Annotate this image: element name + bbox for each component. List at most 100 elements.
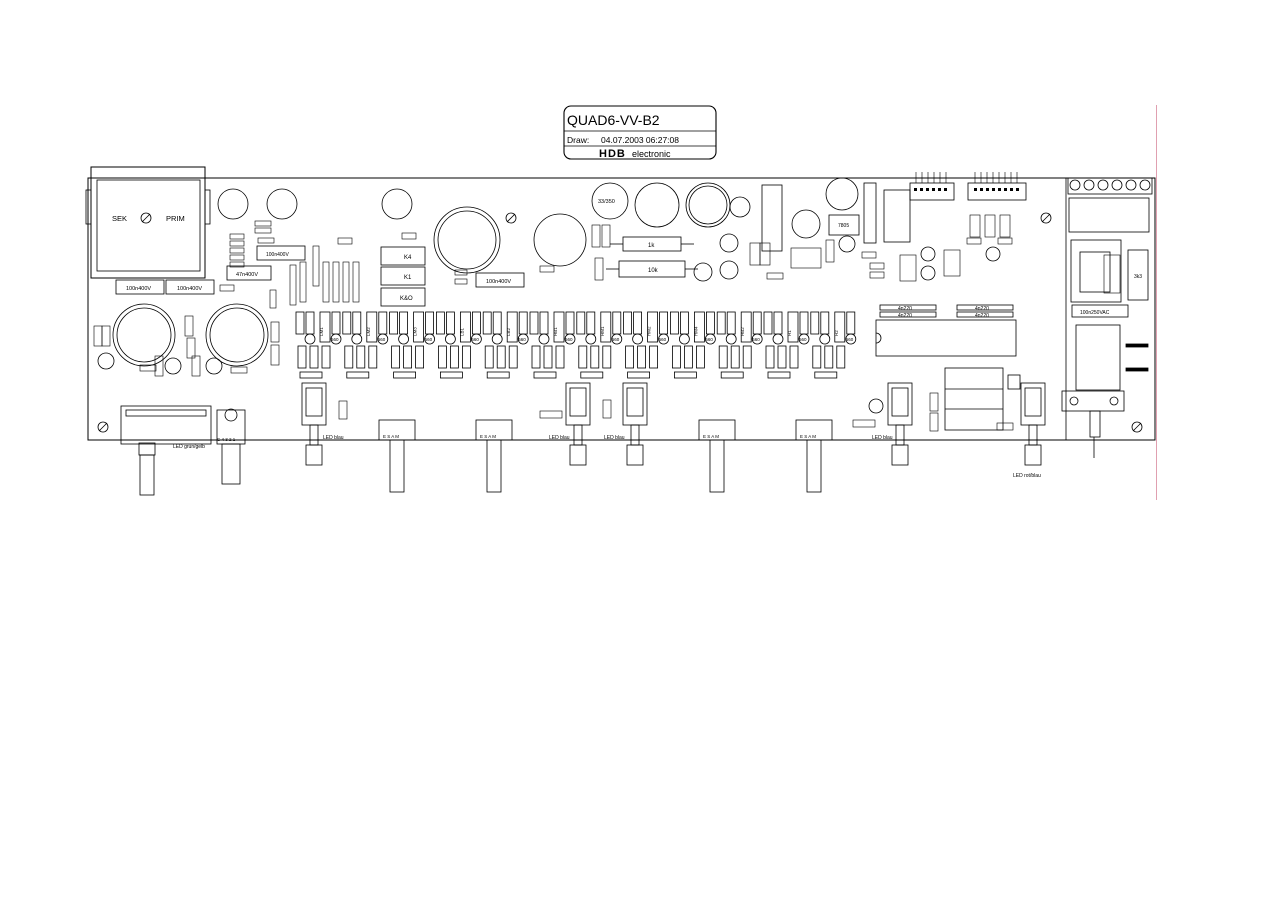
ic-label-top-right: 4n220 [975,306,989,312]
relay-label-3: K&O [400,296,413,302]
channel-ic-label: LB2 [506,327,511,336]
draw-timestamp: 04.07.2003 06:27:08 [601,135,679,145]
draw-label: Draw: [567,135,589,145]
channel-ic-label: HB1 [553,327,558,336]
channel-value-label: 560 [752,337,760,342]
channel-ic-label: HB2 [740,327,745,336]
led-label-2: LED blau [323,435,344,441]
company-name: electronic [632,149,671,159]
power-resistors: 1k 10k 3k3 [606,184,1149,301]
potentiometer: E S A M [378,419,416,493]
pot-pin-label: E S A M [383,434,399,439]
header-connectors [909,172,1027,201]
channel-block: HB1 560 [529,311,576,379]
pot-pin-label: E S A M [800,434,816,439]
channel-value-label: 560 [471,337,479,342]
cap-label-4: 100n400V [266,252,289,258]
ic-label-bottom-right: 4n220 [975,313,989,319]
ic-label-top-left: 4n220 [898,306,912,312]
transformer-prim-label: PRIM [166,214,185,223]
channel-block: LM2 560 [342,311,389,379]
cap-label-7: 100n250VAC [1080,310,1110,316]
ic-label-bottom-left: 4n220 [898,313,912,319]
channel-value-label: 560 [799,337,807,342]
channel-ic-label: LB1 [459,327,464,336]
channel-value-label: 560 [518,337,526,342]
potentiometer: E S A M [698,419,736,493]
relay-label-2: K1 [404,275,412,281]
led-labels: LED grün/gelb LED blau LED blau LED blau… [173,435,1041,479]
rotary-pins: C 4 3 2 1 [217,437,236,442]
channel-ic-label: H1 [787,330,792,336]
channel-strip: LM1 560 LM2 560 LM3 560 LB1 560 LB2 560 HB1 560 HM1 5… [295,311,857,379]
potentiometer: E S A M [475,419,513,493]
channel-value-label: 560 [425,337,433,342]
channel-value-label: 560 [705,337,713,342]
channel-ic-label: HM4 [693,326,698,336]
channel-value-label: 560 [612,337,620,342]
resistor-label-3: 3k3 [1134,274,1142,280]
board-outline [87,177,1156,441]
channel-ic-label: LM3 [413,327,418,336]
channel-block: LM3 560 [389,311,436,379]
channel-block: H1 560 [763,311,810,379]
transformer: SEK PRIM [85,166,211,279]
led-pushbutton [1020,382,1046,466]
pot-pin-label: E S A M [703,434,719,439]
mains-section [1061,197,1150,458]
cap-label-2: 100n400V [177,286,202,292]
relays: K4 K1 K&O [380,246,426,307]
cap-label-5: 100n400V [486,279,511,285]
small-components-left [93,214,1121,432]
channel-value-label: 560 [378,337,386,342]
led-label-1: LED grün/gelb [173,444,205,450]
resistor-label-1: 1k [648,243,655,249]
mounting-holes [97,212,1143,433]
channel-value-label: 560 [331,337,339,342]
channel-ic-label: HM1 [600,326,605,336]
main-ic: 4n220 4n220 4n220 4n220 [863,182,1017,357]
page-edge-line [1156,105,1157,500]
channel-ic-label: LM2 [366,327,371,336]
channel-ic-label: LM1 [319,327,324,336]
transformer-sek-label: SEK [112,214,127,223]
led-label-6: LED rot/blau [1013,473,1041,479]
led-pushbutton [565,382,591,466]
resistor-label-2: 10k [648,268,659,274]
channel-value-label: 560 [565,337,573,342]
led-pushbutton [301,382,327,466]
rotary-switch: C 4 3 2 1 [120,405,246,496]
voltage-regulator: 7805 [828,214,860,236]
led-pushbutton [622,382,648,466]
channel-block: HM4 560 [670,311,716,379]
company-logo: HDB [599,148,626,160]
relay-label-1: K4 [404,255,412,261]
channel-block: LM1 560 [295,311,342,379]
channel-block: HM2 560 [623,311,669,379]
channel-block: HB2 560 [716,311,763,379]
led-label-4: LED blau [604,435,625,441]
channel-ic-label: H2 [834,330,839,336]
cap-label-3: 47n400V [236,272,258,278]
title-block: QUAD6-VV-B2 Draw: 04.07.2003 06:27:08 HD… [563,105,717,160]
led-label-5: LED blau [872,435,893,441]
title-name: QUAD6-VV-B2 [567,112,660,128]
cap-label-6: 33/350 [598,199,615,205]
channel-block: HM1 560 [576,311,623,379]
regulator-label: 7805 [838,223,849,229]
potentiometer: E S A M [795,419,833,493]
channel-value-label: 560 [846,337,854,342]
led-pushbutton [887,382,913,466]
channel-block: LB2 560 [482,311,529,379]
channel-ic-label: HM2 [647,326,652,336]
film-capacitors: 100n400V 100n400V 47n400V 100n400V 100n4… [115,199,1129,318]
channel-value-label: 560 [659,337,667,342]
screw-terminals [1067,177,1153,195]
channel-block: LB1 560 [435,311,482,379]
channel-block: H2 560 [810,311,857,379]
cap-label-1: 100n400V [126,286,151,292]
led-label-3: LED blau [549,435,570,441]
pot-pin-label: E S A M [480,434,496,439]
